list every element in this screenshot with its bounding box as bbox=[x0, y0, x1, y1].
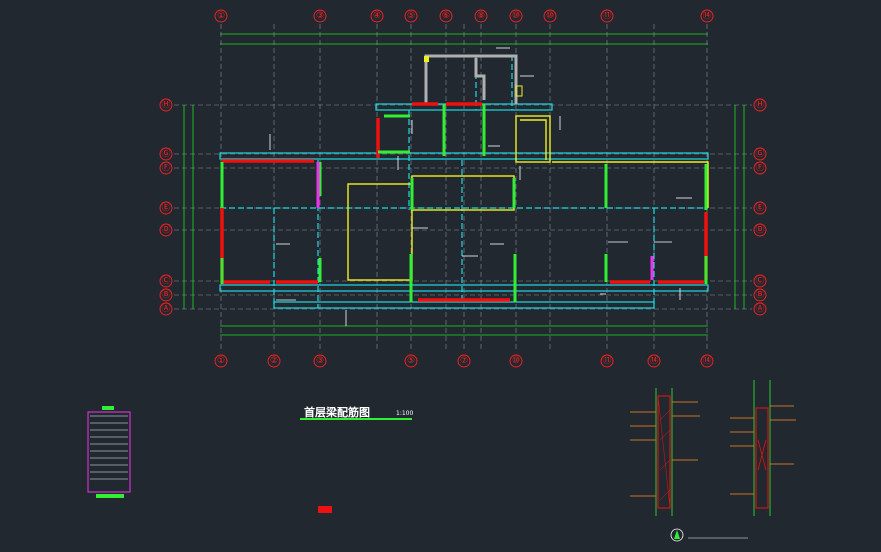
axis-bottom-5-label: ⑩ bbox=[512, 356, 520, 366]
drawing-scale: 1:100 bbox=[396, 410, 413, 417]
axis-left-3-bubble bbox=[159, 201, 173, 215]
axis-left-0-bubble bbox=[159, 98, 173, 112]
dimension-lines bbox=[183, 33, 745, 336]
rebar-annotations bbox=[269, 47, 692, 326]
axis-top-2-bubble bbox=[370, 9, 384, 23]
axis-bottom-2-bubble bbox=[313, 354, 327, 368]
axis-right-1-bubble bbox=[753, 147, 767, 161]
axis-bottom-0-label: ① bbox=[217, 356, 225, 366]
axis-right-2-bubble bbox=[753, 161, 767, 175]
axis-bottom-1-label: ② bbox=[270, 356, 278, 366]
axis-right-3-bubble bbox=[753, 201, 767, 215]
axis-bottom-4-bubble bbox=[457, 354, 471, 368]
axis-bubbles-bottom: ① ② ③ ⑤ ⑦ ⑩ ⑪ ⑭ ⑭ bbox=[214, 354, 714, 368]
axis-bottom-3-bubble bbox=[404, 354, 418, 368]
axis-top-0-label: ① bbox=[217, 11, 225, 21]
axis-right-6-bubble bbox=[753, 288, 767, 302]
axis-left-7-bubble bbox=[159, 302, 173, 316]
key-plan-thumbnail bbox=[87, 406, 131, 498]
axis-bottom-6-bubble bbox=[600, 354, 614, 368]
axis-left-5-bubble bbox=[159, 274, 173, 288]
axis-top-7-label: ⑩ bbox=[546, 11, 554, 21]
axis-left-5-label: Ⓒ bbox=[161, 275, 170, 286]
axis-top-9-bubble bbox=[700, 9, 714, 23]
wall-section-detail-1 bbox=[630, 388, 700, 516]
legend-red-swatch bbox=[318, 506, 332, 513]
axis-left-1-label: Ⓖ bbox=[161, 148, 170, 159]
axis-right-4-bubble bbox=[753, 223, 767, 237]
stair-core-wall bbox=[424, 54, 518, 104]
axis-bottom-0-bubble bbox=[214, 354, 228, 368]
wall-red bbox=[220, 102, 708, 302]
axis-bottom-1-bubble bbox=[267, 354, 281, 368]
axis-left-4-label: Ⓓ bbox=[161, 224, 170, 235]
axis-right-1-label: Ⓖ bbox=[755, 148, 764, 159]
axis-top-1-bubble bbox=[313, 9, 327, 23]
axis-left-2-bubble bbox=[159, 161, 173, 175]
axis-top-2-label: ④ bbox=[373, 11, 381, 21]
wall-magenta bbox=[316, 162, 654, 280]
axis-left-4-bubble bbox=[159, 223, 173, 237]
axis-top-3-bubble bbox=[404, 9, 418, 23]
axis-bottom-2-label: ③ bbox=[316, 356, 324, 366]
axis-bottom-8-bubble bbox=[700, 354, 714, 368]
axis-bubbles-left: Ⓗ Ⓖ Ⓕ Ⓔ Ⓓ Ⓒ Ⓑ Ⓐ bbox=[159, 98, 173, 316]
axis-bubbles-right: Ⓗ Ⓖ Ⓕ Ⓔ Ⓓ Ⓒ Ⓑ Ⓐ bbox=[753, 98, 767, 316]
marker-yellow bbox=[424, 56, 429, 62]
axis-top-6-label: ⑩ bbox=[512, 11, 520, 21]
axis-bottom-3-label: ⑤ bbox=[407, 356, 415, 366]
axis-bottom-7-bubble bbox=[647, 354, 661, 368]
axis-left-6-bubble bbox=[159, 288, 173, 302]
axis-top-3-label: ⑤ bbox=[407, 11, 415, 21]
drawing-title: 首层梁配筋图 bbox=[304, 405, 370, 419]
axis-right-5-label: Ⓒ bbox=[755, 275, 764, 286]
axis-bottom-7-label: ⑭ bbox=[649, 355, 658, 366]
beam-outline-cyan bbox=[219, 55, 709, 309]
axis-right-0-bubble bbox=[753, 98, 767, 112]
axis-top-5-label: ⑧ bbox=[477, 11, 485, 21]
axis-left-3-label: Ⓔ bbox=[161, 202, 170, 213]
axis-bubbles-top: ① ③ ④ ⑤ ⑥ ⑧ ⑩ ⑩ ⑪ ⑭ bbox=[214, 9, 714, 23]
axis-right-5-bubble bbox=[753, 274, 767, 288]
axis-top-0-bubble bbox=[214, 9, 228, 23]
axis-left-1-bubble bbox=[159, 147, 173, 161]
wall-section-detail-2 bbox=[730, 380, 796, 516]
axis-left-7-label: Ⓐ bbox=[161, 303, 170, 314]
axis-right-3-label: Ⓔ bbox=[755, 202, 764, 213]
axis-top-4-bubble bbox=[439, 9, 453, 23]
axis-bottom-5-bubble bbox=[509, 354, 523, 368]
axis-bottom-8-label: ⑭ bbox=[702, 355, 711, 366]
axis-top-4-label: ⑥ bbox=[442, 11, 450, 21]
axis-top-8-bubble bbox=[600, 9, 614, 23]
marker-yellow-box bbox=[515, 85, 523, 97]
axis-top-9-label: ⑭ bbox=[702, 10, 711, 21]
axis-bottom-4-label: ⑦ bbox=[460, 356, 468, 366]
axis-top-1-label: ③ bbox=[316, 11, 324, 21]
axis-right-6-label: Ⓑ bbox=[755, 289, 764, 300]
axis-top-5-bubble bbox=[474, 9, 488, 23]
axis-top-7-bubble bbox=[543, 9, 557, 23]
axis-left-0-label: Ⓗ bbox=[161, 99, 170, 110]
axis-right-7-bubble bbox=[753, 302, 767, 316]
drawing-title-block: 首层梁配筋图 1:100 bbox=[300, 405, 413, 420]
axis-top-6-bubble bbox=[509, 9, 523, 23]
axis-bottom-6-label: ⑪ bbox=[602, 355, 611, 366]
axis-right-2-label: Ⓕ bbox=[755, 162, 764, 173]
axis-right-4-label: Ⓓ bbox=[755, 224, 764, 235]
axis-grid-lines bbox=[174, 24, 752, 352]
north-arrow-icon bbox=[670, 528, 748, 542]
axis-left-2-label: Ⓕ bbox=[161, 162, 170, 173]
column-green bbox=[220, 104, 708, 302]
axis-left-6-label: Ⓑ bbox=[161, 289, 170, 300]
axis-right-0-label: Ⓗ bbox=[755, 99, 764, 110]
axis-right-7-label: Ⓐ bbox=[755, 303, 764, 314]
axis-top-8-label: ⑪ bbox=[602, 10, 611, 21]
